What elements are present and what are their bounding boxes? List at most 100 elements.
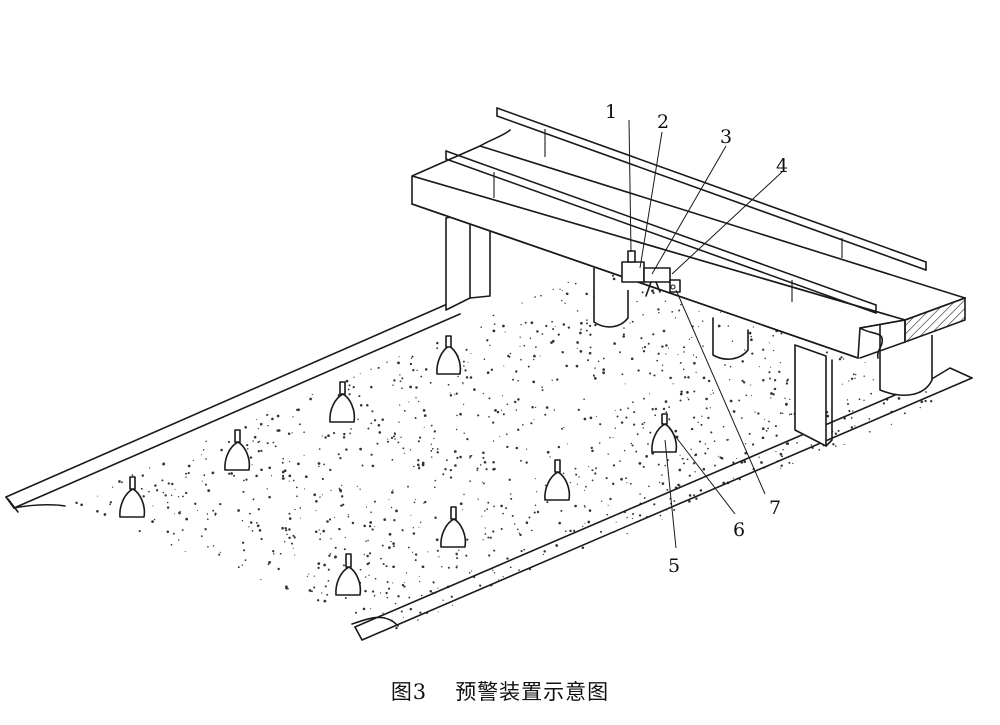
ballast-speck xyxy=(664,464,666,467)
ballast-speck xyxy=(131,412,133,414)
ballast-speck xyxy=(499,435,501,438)
ballast-speck xyxy=(193,305,195,308)
marker xyxy=(544,459,571,501)
ballast-speck xyxy=(137,594,140,598)
ballast-speck xyxy=(909,554,912,558)
ballast-speck xyxy=(322,529,325,533)
ballast-speck xyxy=(191,348,193,350)
ballast-speck xyxy=(62,437,66,441)
ballast-speck xyxy=(724,506,728,509)
ballast-speck xyxy=(493,572,496,574)
ballast-speck xyxy=(938,456,941,459)
ballast-speck xyxy=(329,553,332,555)
ballast-speck xyxy=(686,594,688,597)
ballast-speck xyxy=(456,554,458,556)
ballast-speck xyxy=(642,465,645,468)
ballast-speck xyxy=(558,598,561,601)
ballast-speck xyxy=(929,610,932,613)
ballast-speck xyxy=(652,291,655,295)
ballast-speck xyxy=(169,428,173,431)
ballast-speck xyxy=(198,609,202,612)
ballast-speck xyxy=(573,529,576,532)
ballast-speck xyxy=(287,432,291,436)
ballast-speck xyxy=(767,427,769,430)
ballast-speck xyxy=(580,321,583,325)
ballast-speck xyxy=(705,407,708,410)
ballast-speck xyxy=(553,604,557,608)
ballast-speck xyxy=(864,353,867,355)
ballast-speck xyxy=(291,330,294,333)
ballast-speck xyxy=(221,368,224,371)
ballast-speck xyxy=(690,601,692,604)
ballast-speck xyxy=(326,322,328,325)
ballast-speck xyxy=(696,520,699,522)
ballast-speck xyxy=(133,302,136,305)
ballast-speck xyxy=(162,317,166,321)
ballast-speck xyxy=(772,393,775,396)
ballast-speck xyxy=(246,444,249,447)
ballast-speck xyxy=(398,355,400,358)
ballast-speck xyxy=(225,577,227,579)
ballast-speck xyxy=(403,311,406,314)
ballast-speck xyxy=(179,272,182,275)
ballast-speck xyxy=(651,597,654,600)
ballast-speck xyxy=(561,289,563,291)
ballast-speck xyxy=(224,607,227,610)
ballast-speck xyxy=(199,323,201,325)
ballast-speck xyxy=(390,506,393,509)
ballast-speck xyxy=(672,383,674,385)
ballast-speck xyxy=(268,495,271,499)
ballast-speck xyxy=(561,351,564,354)
ballast-speck xyxy=(567,272,570,274)
ballast-speck xyxy=(869,580,872,583)
ballast-speck xyxy=(420,594,423,597)
ballast-speck xyxy=(595,580,597,583)
ballast-speck xyxy=(871,596,873,598)
ballast-speck xyxy=(711,389,713,391)
ballast-speck xyxy=(838,358,842,361)
ballast-speck xyxy=(614,427,617,429)
ballast-speck xyxy=(845,587,848,590)
ballast-speck xyxy=(943,490,945,493)
ballast-speck xyxy=(327,434,330,438)
ballast-speck xyxy=(205,458,207,460)
ballast-speck xyxy=(281,358,283,360)
ballast-speck xyxy=(535,346,537,348)
ballast-speck xyxy=(176,598,178,600)
ballast-speck xyxy=(365,576,367,578)
ballast-speck xyxy=(740,417,743,419)
ballast-speck xyxy=(637,563,640,566)
ballast-speck xyxy=(885,558,888,560)
ballast-speck xyxy=(965,446,966,447)
ballast-speck xyxy=(585,485,587,488)
warning-device xyxy=(621,250,681,297)
ballast-speck xyxy=(464,369,467,372)
ballast-speck xyxy=(392,276,396,280)
ballast-speck xyxy=(683,346,686,349)
ballast-speck xyxy=(557,612,560,615)
ballast-speck xyxy=(419,580,421,583)
ballast-speck xyxy=(559,605,562,607)
ballast-speck xyxy=(392,565,395,569)
ballast-speck xyxy=(274,360,276,362)
ballast-speck xyxy=(742,501,745,505)
ballast-speck xyxy=(245,612,248,615)
ballast-speck xyxy=(440,265,442,267)
ballast-speck xyxy=(879,508,883,511)
ballast-speck xyxy=(241,564,243,566)
ballast-speck xyxy=(129,447,132,450)
ballast-speck xyxy=(334,517,336,519)
ballast-speck xyxy=(734,615,737,618)
ballast-speck xyxy=(317,462,321,465)
ballast-speck xyxy=(432,581,435,584)
ballast-speck xyxy=(76,429,80,433)
ballast-speck xyxy=(926,628,928,630)
ballast-speck xyxy=(323,599,327,603)
ballast-speck xyxy=(817,496,819,499)
ballast-speck xyxy=(370,608,372,610)
ballast-speck xyxy=(504,275,507,278)
ballast-speck xyxy=(64,262,66,264)
ballast-speck xyxy=(702,376,706,380)
ballast-speck xyxy=(345,448,348,451)
ballast-speck xyxy=(562,323,566,326)
